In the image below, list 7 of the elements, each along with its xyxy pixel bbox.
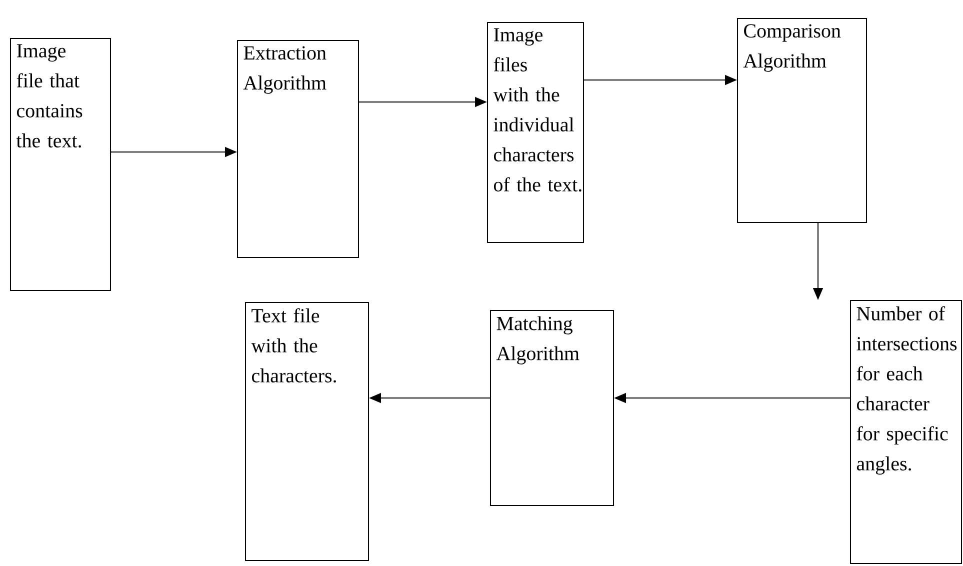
process-box: Text file with the characters. — [245, 302, 369, 561]
process-box: Comparison Algorithm — [737, 18, 867, 223]
process-box: Image file that contains the text. — [10, 38, 111, 291]
process-box: Number of intersections for each character for specific angles. — [850, 300, 962, 564]
process-box: Extraction Algorithm — [237, 40, 359, 258]
process-box: Matching Algorithm — [490, 310, 614, 506]
process-box: Image files with the individual characters of the text. — [487, 22, 584, 243]
